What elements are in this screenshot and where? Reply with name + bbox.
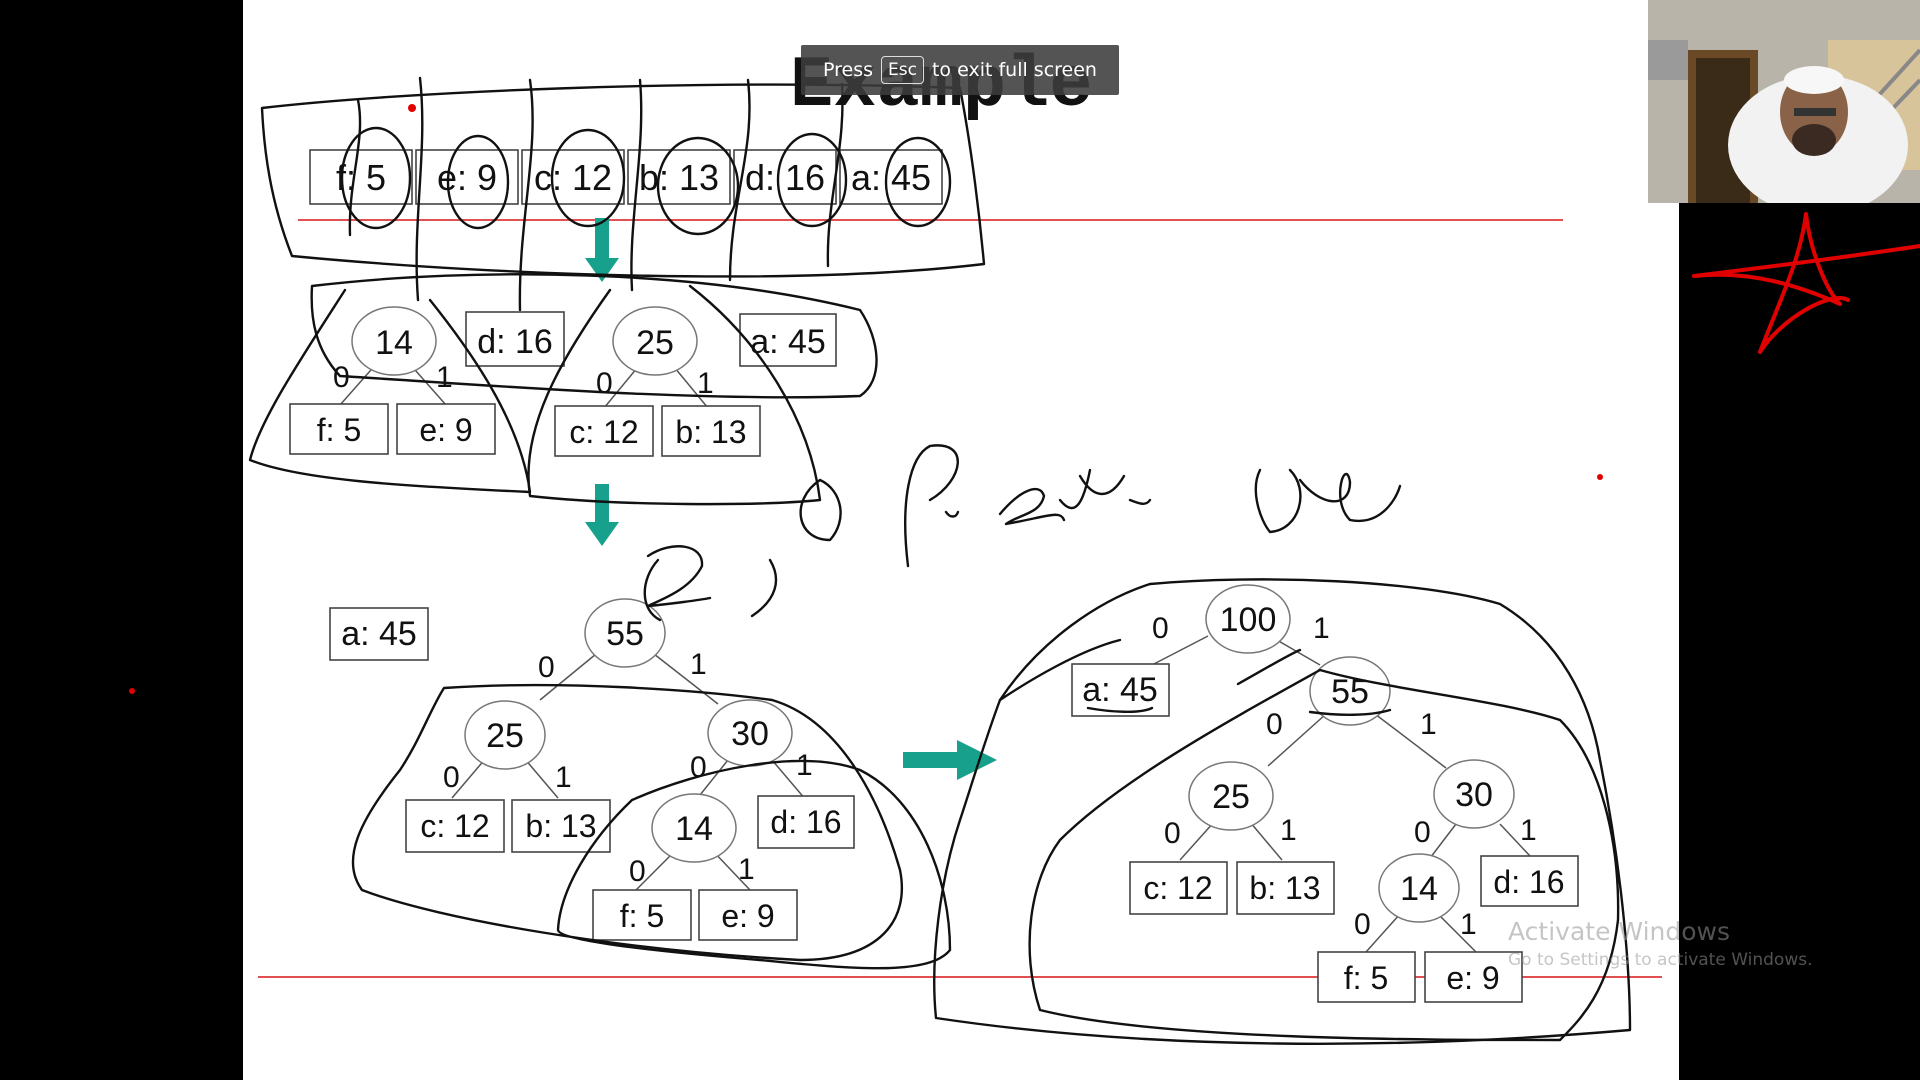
watermark-subtitle: Go to Settings to activate Windows. xyxy=(1508,950,1813,970)
stage1-leaf-e: e: 9 xyxy=(437,157,497,198)
stage4-node-14: 14 xyxy=(1400,870,1438,908)
bit-label: 0 xyxy=(1266,708,1283,741)
stage3-node-25: 25 xyxy=(486,717,524,755)
activate-windows-watermark: Activate Windows Go to Settings to activ… xyxy=(1508,917,1813,970)
stage2-leaf-b: b: 13 xyxy=(675,414,746,450)
fullscreen-notice-prefix: Press xyxy=(823,59,874,81)
stage4-leaf-e: e: 9 xyxy=(1446,960,1499,996)
stage2-trees: 14 d: 16 25 a: 45 f: 5 e: 9 c: 12 b: 13 … xyxy=(289,306,837,457)
pen-annotations xyxy=(248,76,1632,1045)
bit-label: 0 xyxy=(333,361,350,394)
stage4-leaf-d: d: 16 xyxy=(1493,864,1564,900)
teal-arrow-2 xyxy=(585,484,619,546)
bit-label: 1 xyxy=(697,367,714,400)
red-star-annotation xyxy=(129,104,1920,694)
stage4-final-tree: 100 55 25 30 14 a: 45 c: 12 b: 13 d: 16 … xyxy=(1071,584,1579,1003)
bit-label: 0 xyxy=(596,367,613,400)
stage1-leaf-c: c: 12 xyxy=(534,157,612,198)
bit-label: 0 xyxy=(1354,908,1371,941)
bit-label: 1 xyxy=(436,361,453,394)
bit-label: 1 xyxy=(796,749,813,782)
watermark-title: Activate Windows xyxy=(1508,917,1730,946)
bit-label: 1 xyxy=(738,853,755,886)
stage3-leaf-b: b: 13 xyxy=(525,808,596,844)
stage1-leaf-row: f: 5 e: 9 c: 12 b: 13 d: 16 a: 45 xyxy=(309,149,943,205)
stage2-leaf-f: f: 5 xyxy=(317,412,361,448)
teal-arrow-1 xyxy=(585,218,619,282)
bit-label: 0 xyxy=(1414,816,1431,849)
fullscreen-exit-notice: Press Esc to exit full screen xyxy=(801,45,1119,95)
stage2-node-14: 14 xyxy=(375,324,413,362)
stage2-leaf-d: d: 16 xyxy=(477,323,553,361)
bit-label: 0 xyxy=(629,855,646,888)
webcam-feed-image xyxy=(1648,0,1920,203)
stage3-node-30: 30 xyxy=(731,715,769,753)
bit-label: 1 xyxy=(1460,908,1477,941)
stage1-leaf-b: b: 13 xyxy=(639,157,719,198)
bit-label: 1 xyxy=(1520,814,1537,847)
stage4-leaf-c: c: 12 xyxy=(1143,870,1212,906)
stage3-tree: a: 45 55 25 30 14 c: 12 b: 13 d: 16 xyxy=(329,598,855,941)
stage3-node-14: 14 xyxy=(675,810,713,848)
stage4-node-25: 25 xyxy=(1212,778,1250,816)
stage3-node-55: 55 xyxy=(606,615,644,653)
bit-label: 1 xyxy=(555,761,572,794)
bit-label: 0 xyxy=(1152,612,1169,645)
stage2-leaf-a: a: 45 xyxy=(750,323,826,361)
bit-label: 1 xyxy=(1313,612,1330,645)
stage1-leaf-d: d: 16 xyxy=(745,157,825,198)
stage2-node-25: 25 xyxy=(636,324,674,362)
stage1-leaf-a: a: 45 xyxy=(851,157,931,198)
bit-label: 0 xyxy=(1164,817,1181,850)
bit-label: 0 xyxy=(538,651,555,684)
bit-label: 1 xyxy=(1420,708,1437,741)
stage3-leaf-c: c: 12 xyxy=(420,808,489,844)
stage4-leaf-a: a: 45 xyxy=(1082,671,1158,709)
bit-label: 0 xyxy=(443,761,460,794)
webcam-video-overlay xyxy=(1648,0,1920,203)
stage4-node-100: 100 xyxy=(1220,601,1277,639)
stage4-node-30: 30 xyxy=(1455,776,1493,814)
bit-label: 1 xyxy=(690,648,707,681)
stage3-leaf-a: a: 45 xyxy=(341,615,417,653)
stage3-leaf-f: f: 5 xyxy=(620,898,664,934)
stage3-leaf-e: e: 9 xyxy=(721,898,774,934)
stage2-leaf-e: e: 9 xyxy=(419,412,472,448)
esc-key-hint: Esc xyxy=(881,56,924,84)
stage3-leaf-d: d: 16 xyxy=(770,804,841,840)
stage4-leaf-f: f: 5 xyxy=(1344,960,1388,996)
stage2-leaf-c: c: 12 xyxy=(569,414,638,450)
bit-label: 1 xyxy=(1280,814,1297,847)
stage4-leaf-b: b: 13 xyxy=(1249,870,1320,906)
teal-arrow-right xyxy=(903,740,997,780)
fullscreen-notice-suffix: to exit full screen xyxy=(931,59,1097,81)
stage4-node-55: 55 xyxy=(1331,673,1369,711)
